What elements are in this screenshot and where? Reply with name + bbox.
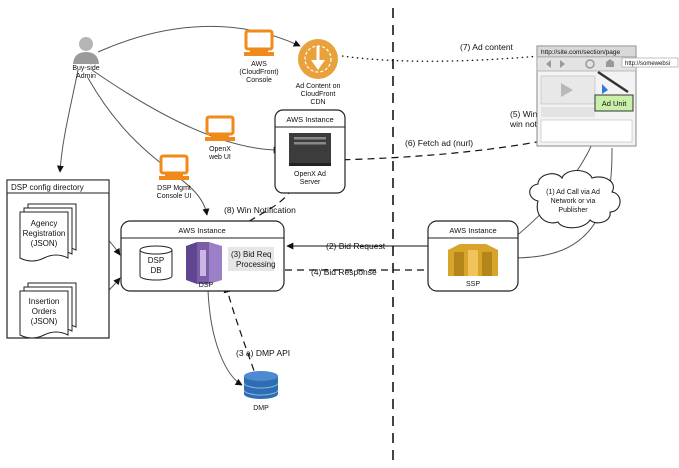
agency-label-1: Agency <box>31 219 58 228</box>
orders-label-1: Insertion <box>29 297 60 306</box>
cdn-label-1: Ad Content on <box>296 83 341 90</box>
dmp-to-dsp-edge <box>223 284 259 383</box>
ad-network-cloud: (1) Ad Call via Ad Network or via Publis… <box>529 169 621 229</box>
cloudfront-cdn: Ad Content on CloudFront CDN <box>296 39 341 106</box>
bid-response-label: (4) Bid Response <box>311 267 377 277</box>
aws-console: AWS (CloudFront) Console <box>239 29 279 84</box>
aws-console-label-2: (CloudFront) <box>239 69 278 76</box>
agency-label-2: Registration <box>23 229 66 238</box>
server-icon <box>289 133 331 166</box>
ssp-instance: AWS Instance SSP <box>427 220 519 292</box>
admin-to-openx-edge <box>91 69 281 154</box>
aws-console-label-1: AWS <box>251 61 267 68</box>
openx-server-label-1: OpenX Ad <box>294 171 326 178</box>
dsp-instance: AWS Instance DSP DB DSP (3) Bid Req Proc… <box>120 220 285 292</box>
ssp-instance-title: AWS Instance <box>449 226 496 235</box>
dsp-mgmt-ui: DSP Mgmt Console UI <box>157 154 192 200</box>
admin-to-cdn-edge <box>97 25 301 53</box>
dsp-db-label-1: DSP <box>148 256 164 265</box>
openx-web-ui-label-2: web UI <box>208 154 231 161</box>
cloud-shape <box>529 169 621 229</box>
dsp-instance-title: AWS Instance <box>178 226 225 235</box>
database-icon <box>139 245 173 281</box>
fetch-ad-label: (6) Fetch ad (nurl) <box>405 138 473 148</box>
browser-window: http://site.com/section/page http://some… <box>536 45 679 147</box>
admin-to-config-edge <box>56 69 79 173</box>
fetch-ad-edge <box>333 127 601 165</box>
dsp-to-dmp-edge <box>207 289 243 386</box>
user-icon <box>79 37 93 51</box>
config-dir-title: DSP config directory <box>11 183 84 192</box>
bid-request-label: (2) Bid Request <box>326 241 386 251</box>
ad-content-edge <box>341 55 541 62</box>
cloud-label-1: (1) Ad Call via Ad <box>546 189 600 196</box>
dsp-mgmt-label-1: DSP Mgmt <box>157 185 191 192</box>
ad-unit-label: Ad Unit <box>602 99 628 108</box>
play-icon <box>561 83 573 97</box>
cloud-to-ssp-edge <box>511 217 599 262</box>
home-icon <box>606 59 614 67</box>
dmp: DMP <box>243 371 279 412</box>
monitor-icon <box>244 29 274 56</box>
openx-server-label-2: Server <box>300 179 321 186</box>
orders-label-2: Orders <box>32 307 56 316</box>
bid-req-label-2: Processing <box>236 260 276 269</box>
cdn-label-2: CloudFront <box>301 91 336 98</box>
ssp-icon <box>448 244 498 276</box>
dsp-mgmt-label-2: Console UI <box>157 193 192 200</box>
browser-url: http://site.com/section/page <box>541 49 621 56</box>
ssp-label: SSP <box>466 281 480 288</box>
dsp-db-label-2: DB <box>150 266 161 275</box>
video-player <box>540 75 596 105</box>
cloud-label-3: Publisher <box>558 207 588 214</box>
browser-url-2: http://somewebsi <box>625 61 670 67</box>
ad-content-label: (7) Ad content <box>460 42 514 52</box>
bid-req-processing-box <box>228 247 274 271</box>
forward-icon <box>560 60 565 68</box>
ad-unit-box <box>594 94 634 112</box>
openx-instance-title: AWS Instance <box>286 115 333 124</box>
dmp-database-icon <box>243 371 279 399</box>
dmp-api-label: (3 a) DMP API <box>236 348 290 358</box>
monitor-icon <box>159 154 189 180</box>
openx-web-ui-label-1: OpenX <box>209 146 231 153</box>
monitor-icon <box>205 115 235 141</box>
agency-registration-doc: Agency Registration (JSON) <box>19 203 77 262</box>
win-notification-label: (8) Win Notification <box>224 205 296 215</box>
bid-req-label-1: (3) Bid Req <box>231 250 271 259</box>
buyside-admin: Buy-side Admin <box>72 37 100 80</box>
cdn-label-3: CDN <box>310 99 325 106</box>
agency-label-3: (JSON) <box>31 239 58 248</box>
aws-console-label-3: Console <box>246 77 272 84</box>
openx-instance: AWS Instance OpenX Ad Server <box>274 109 346 194</box>
admin-label-1: Buy-side <box>72 65 99 72</box>
dmp-label: DMP <box>253 405 269 412</box>
dsp-label: DSP <box>199 282 214 289</box>
dsp-compute-icon <box>186 242 222 284</box>
insertion-orders-doc: Insertion Orders (JSON) <box>19 282 77 339</box>
orders-label-3: (JSON) <box>31 317 58 326</box>
dsp-config-directory: DSP config directory Agency Registration… <box>6 179 110 339</box>
openx-web-ui: OpenX web UI <box>205 115 235 161</box>
pointer-icon <box>597 70 629 94</box>
back-icon <box>546 60 551 68</box>
admin-label-2: Admin <box>76 73 96 80</box>
cloud-label-2: Network or via <box>551 198 596 205</box>
edges <box>56 25 613 386</box>
refresh-icon <box>585 59 595 69</box>
